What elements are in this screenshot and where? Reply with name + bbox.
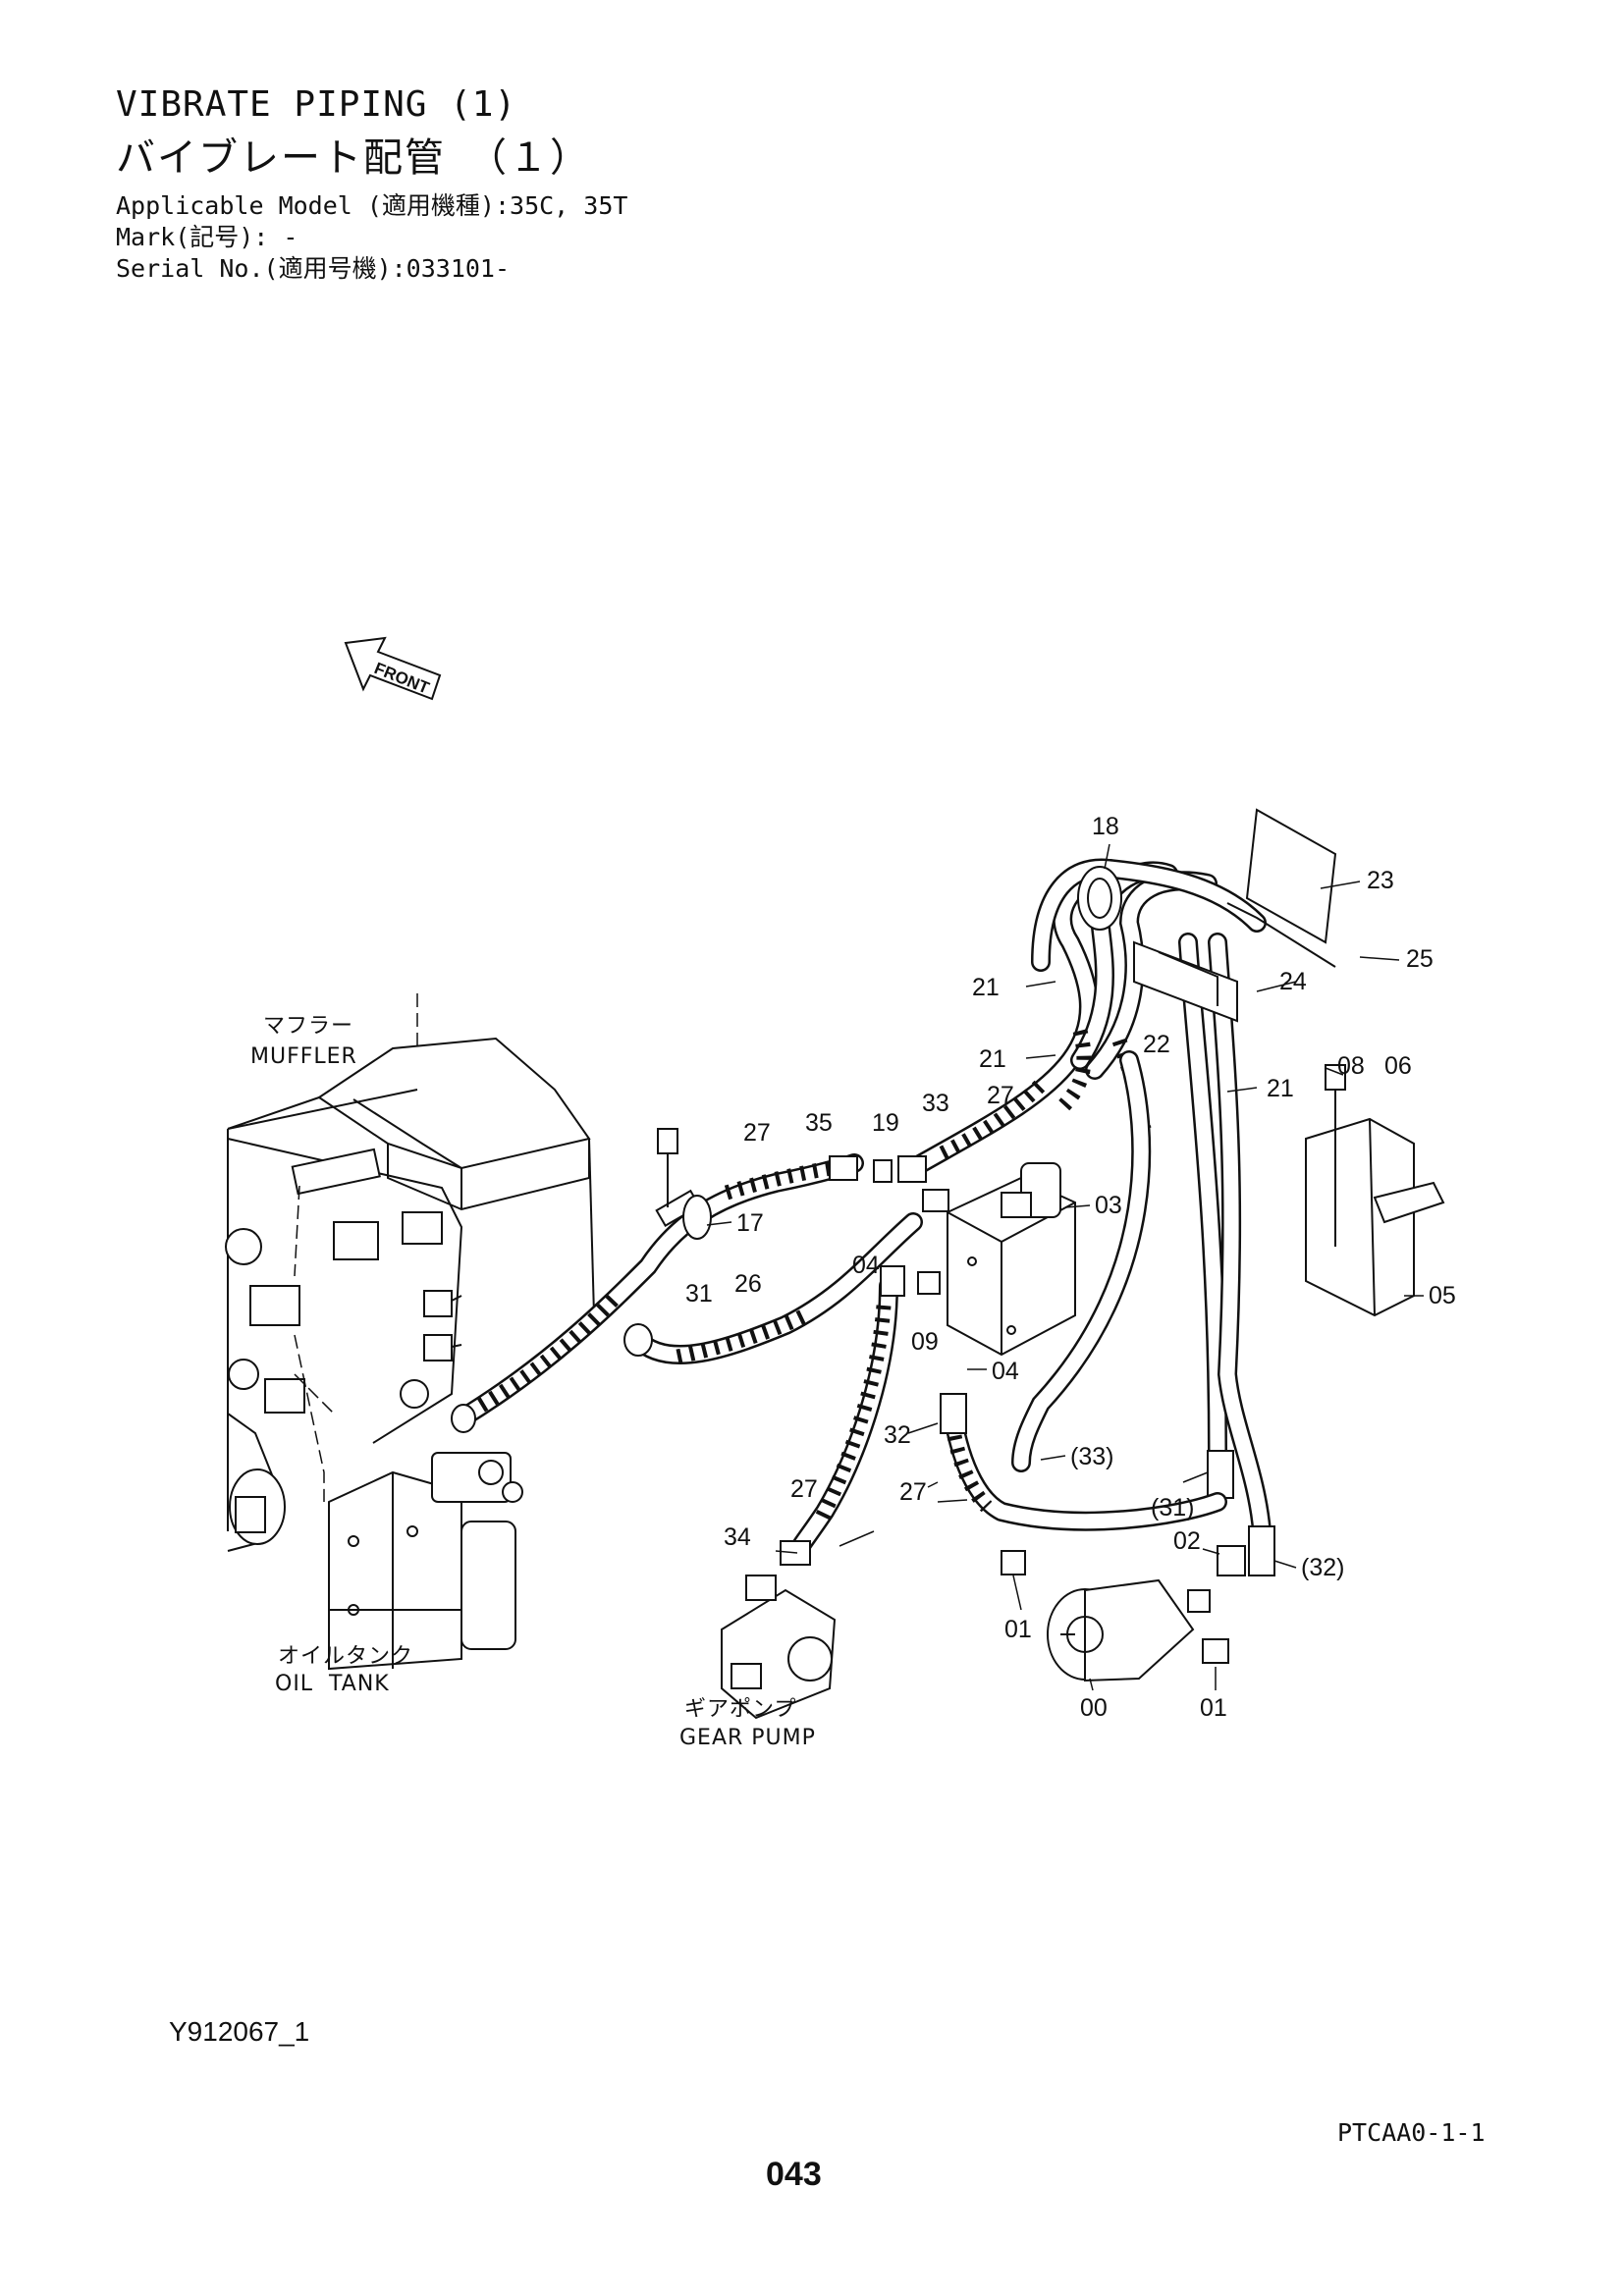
title-japanese: バイブレート配管 （１）	[116, 135, 591, 181]
callout-34: 34	[724, 1523, 751, 1551]
bracket-05-drawing	[1305, 1064, 1445, 1317]
muffler-drawing	[227, 993, 595, 1316]
callout-32-ref: (32)	[1301, 1554, 1344, 1581]
callout-31-ref: (31)	[1151, 1494, 1194, 1522]
engine-block-drawing	[225, 1096, 463, 1552]
callout-26: 26	[734, 1270, 762, 1298]
callout-31: 31	[685, 1280, 713, 1308]
gear-pump-00-drawing	[1001, 1545, 1246, 1682]
callout-06: 06	[1384, 1052, 1412, 1080]
applicable-model: Applicable Model (適用機種):35C, 35T	[116, 191, 628, 220]
callout-18: 18	[1092, 813, 1119, 840]
figure-id: Y912067_1	[169, 2016, 310, 2047]
mark-info: Mark(記号): -	[116, 223, 298, 251]
gear-pump-left-drawing	[721, 1575, 837, 1720]
callout-33: 33	[922, 1090, 949, 1117]
callout-19: 19	[872, 1109, 899, 1137]
clamp-17-drawing	[655, 1128, 712, 1240]
page-number: 043	[766, 2156, 822, 2193]
leader-lines	[706, 843, 1424, 1691]
callout-01-a: 01	[1004, 1616, 1032, 1643]
hose-26	[623, 1212, 923, 1365]
callout-27-a: 27	[743, 1119, 771, 1147]
callout-17: 17	[736, 1209, 764, 1237]
hoses-right-vertical	[1178, 933, 1275, 1576]
plate-23-drawing	[1133, 808, 1337, 1023]
callout-21-c: 21	[1267, 1075, 1294, 1102]
callout-21-b: 21	[979, 1045, 1006, 1073]
callout-05: 05	[1429, 1282, 1456, 1309]
callout-00: 00	[1080, 1694, 1108, 1722]
hose-27-left	[451, 1153, 864, 1433]
callout-22: 22	[1143, 1031, 1170, 1058]
valve-block-03-drawing	[947, 1162, 1076, 1357]
callout-09: 09	[911, 1328, 939, 1356]
callout-01-b: 01	[1200, 1694, 1227, 1722]
gear-pump-label-jp: ギアポンプ	[684, 1697, 796, 1722]
fittings-19-33-35	[829, 1155, 949, 1295]
callout-32: 32	[884, 1421, 911, 1449]
callout-08: 08	[1337, 1052, 1365, 1080]
callout-27-c: 27	[899, 1478, 927, 1506]
title-english: VIBRATE PIPING (1)	[116, 84, 517, 125]
callout-02: 02	[1173, 1527, 1201, 1555]
muffler-label-jp: マフラー	[263, 1014, 353, 1039]
callout-33-ref: (33)	[1070, 1443, 1113, 1470]
gear-pump-label-en: GEAR PUMP	[679, 1726, 816, 1750]
callout-24: 24	[1279, 968, 1307, 995]
oil-tank-drawing	[294, 1334, 523, 1671]
callout-04-b: 04	[992, 1358, 1019, 1385]
oil-tank-label-en: OIL TANK	[275, 1672, 390, 1696]
callout-35: 35	[805, 1109, 833, 1137]
callout-23: 23	[1367, 867, 1394, 894]
callout-21-a: 21	[972, 974, 1000, 1001]
callout-04-a: 04	[852, 1252, 880, 1279]
oil-tank-label-jp: オイルタンク	[278, 1644, 413, 1669]
front-arrow-icon: FRONT	[344, 636, 442, 701]
grommet-18-drawing	[1031, 858, 1267, 972]
page-code: PTCAA0-1-1	[1337, 2118, 1486, 2147]
callout-27-b: 27	[987, 1082, 1014, 1109]
callout-03: 03	[1095, 1192, 1122, 1219]
serial-number: Serial No.(適用号機):033101-	[116, 254, 511, 283]
hose-27-lower	[940, 1393, 1227, 1531]
callout-25: 25	[1406, 945, 1434, 973]
callout-27-d: 27	[790, 1475, 818, 1503]
muffler-label-en: MUFFLER	[250, 1044, 357, 1069]
